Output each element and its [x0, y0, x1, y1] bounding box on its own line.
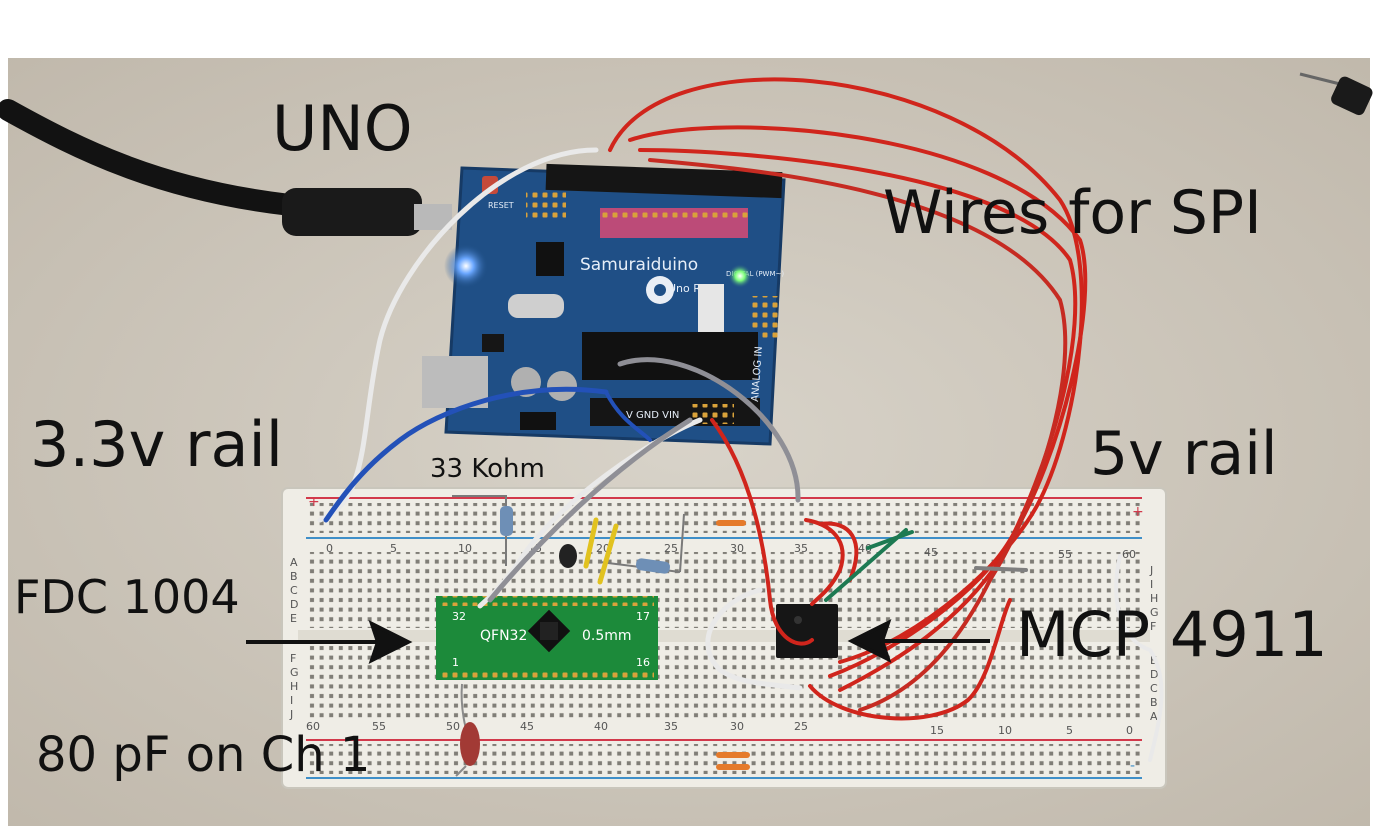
svg-text:+: +: [1132, 504, 1144, 520]
label-mcp4911: MCP 4911: [1016, 598, 1328, 671]
svg-text:16: 16: [636, 656, 650, 669]
svg-text:30: 30: [730, 542, 744, 555]
svg-text:50: 50: [446, 720, 460, 733]
svg-text:I: I: [290, 694, 293, 707]
svg-text:Uno R3: Uno R3: [668, 282, 708, 295]
svg-text:55: 55: [1058, 548, 1072, 561]
svg-text:D: D: [290, 598, 298, 611]
svg-text:45: 45: [520, 720, 534, 733]
board-brand-text: Samuraiduino: [580, 255, 698, 275]
svg-text:5: 5: [390, 542, 397, 555]
svg-text:1: 1: [452, 656, 459, 669]
svg-text:V GND VIN: V GND VIN: [626, 410, 679, 421]
label-fdc1004: FDC 1004: [14, 570, 240, 624]
svg-text:35: 35: [794, 542, 808, 555]
svg-text:B: B: [290, 570, 298, 583]
svg-text:60: 60: [1122, 548, 1136, 561]
power-led: [444, 244, 488, 288]
usb-cable: [0, 72, 1373, 236]
svg-text:0: 0: [1126, 724, 1133, 737]
svg-text:10: 10: [458, 542, 472, 555]
mcp4911-chip: [776, 604, 838, 658]
svg-text:30: 30: [730, 720, 744, 733]
resistor-33kohm: [452, 495, 513, 566]
svg-text:A: A: [290, 556, 298, 569]
label-33v-rail: 3.3v rail: [30, 408, 283, 481]
svg-text:C: C: [290, 584, 298, 597]
svg-text:10: 10: [998, 724, 1012, 737]
svg-text:35: 35: [664, 720, 678, 733]
svg-text:DIGITAL (PWM~): DIGITAL (PWM~): [726, 270, 784, 278]
svg-text:H: H: [290, 680, 298, 693]
svg-text:B: B: [1150, 696, 1158, 709]
resistor-2: [599, 513, 685, 574]
svg-text:I: I: [1150, 578, 1153, 591]
svg-text:25: 25: [664, 542, 678, 555]
svg-text:G: G: [1150, 606, 1159, 619]
svg-text:H: H: [1150, 592, 1158, 605]
svg-text:J: J: [289, 708, 293, 721]
svg-text:C: C: [1150, 682, 1158, 695]
svg-text:-: -: [1130, 758, 1135, 774]
svg-text:17: 17: [636, 610, 650, 623]
label-capacitor: 80 pF on Ch 1: [36, 727, 371, 783]
svg-text:+: +: [308, 494, 320, 510]
svg-text:60: 60: [306, 720, 320, 733]
svg-text:25: 25: [794, 720, 808, 733]
svg-text:0.5mm: 0.5mm: [582, 628, 632, 644]
svg-text:45: 45: [924, 546, 938, 559]
svg-text:E: E: [290, 612, 297, 625]
svg-text:A: A: [1150, 710, 1158, 723]
svg-text:F: F: [290, 652, 296, 665]
svg-text:5: 5: [1066, 724, 1073, 737]
svg-text:RESET: RESET: [488, 201, 514, 210]
arduino-board: Samuraiduino Uno R3 V GND VIN ANALOG IN …: [422, 163, 786, 446]
svg-text:ANALOG IN: ANALOG IN: [750, 346, 765, 402]
label-5v-rail: 5v rail: [1090, 419, 1278, 489]
label-resistor: 33 Kohm: [430, 454, 545, 484]
label-uno: UNO: [272, 92, 413, 165]
svg-text:32: 32: [452, 610, 466, 623]
svg-text:J: J: [1149, 564, 1153, 577]
svg-text:40: 40: [858, 542, 872, 555]
status-led: [728, 264, 752, 288]
svg-text:0: 0: [326, 542, 333, 555]
svg-text:15: 15: [930, 724, 944, 737]
capacitor-80pf: [455, 683, 480, 777]
svg-text:D: D: [1150, 668, 1158, 681]
label-wires-spi: Wires for SPI: [883, 178, 1262, 248]
svg-text:G: G: [290, 666, 299, 679]
arrow-fdc: [246, 620, 413, 664]
svg-text:55: 55: [372, 720, 386, 733]
svg-text:F: F: [1150, 620, 1156, 633]
svg-text:QFN32: QFN32: [480, 628, 527, 644]
arrow-mcp: [847, 619, 990, 663]
svg-text:40: 40: [594, 720, 608, 733]
fdc1004-breakout: QFN32 0.5mm 32 1 17 16: [436, 596, 658, 680]
